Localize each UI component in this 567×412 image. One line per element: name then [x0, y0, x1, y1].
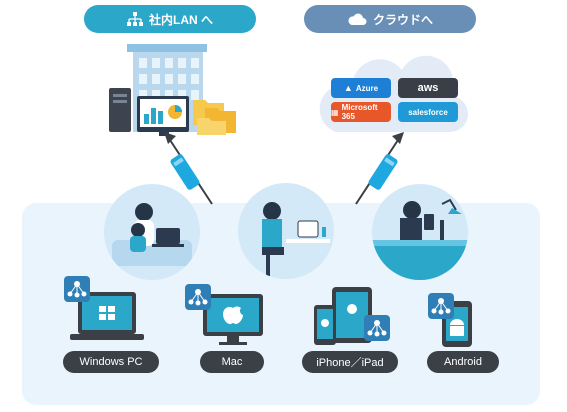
worker-illustration: [262, 202, 330, 279]
windows-logo-icon: [99, 306, 115, 320]
aws-label: aws: [417, 82, 439, 94]
microsoft365-tile: ▦ Microsoft 365: [331, 102, 391, 122]
apple-logo-icon: [223, 306, 243, 324]
azure-icon: ▲: [343, 83, 353, 93]
salesforce-label: salesforce: [408, 107, 448, 117]
iphone-ipad-illustration: [314, 287, 390, 345]
cloud-icon: [348, 13, 367, 25]
lan-connector: [164, 132, 213, 205]
microsoft365-label: Microsoft 365: [341, 103, 378, 121]
tablet-user-illustration: [372, 198, 468, 280]
lan-label: 社内LAN へ: [149, 12, 213, 27]
arrow-up-icon: [164, 132, 176, 144]
lan-label-pill: 社内LAN へ: [84, 5, 256, 33]
android-phone-illustration: [428, 293, 472, 347]
azure-label: Azure: [355, 83, 379, 93]
network-icon: [127, 12, 143, 26]
remote-worker-scene: [238, 183, 334, 279]
device-label-mac: Mac: [200, 351, 264, 373]
office-building-illustration: [109, 44, 236, 136]
family-illustration: [112, 203, 192, 266]
device-label-iphone-ipad: iPhone／iPad: [302, 351, 398, 373]
arrow-up-icon: [392, 132, 404, 144]
microsoft-icon: ▦: [331, 107, 339, 117]
windows-laptop-illustration: [64, 276, 144, 340]
device-label-windows-pc: Windows PC: [63, 351, 159, 373]
device-label-android: Android: [427, 351, 499, 373]
apple-logo-icon: [347, 304, 357, 314]
cloud-connector: [355, 132, 404, 205]
mac-monitor-illustration: [185, 284, 263, 345]
azure-tile: ▲ Azure: [331, 78, 391, 98]
cloud-label-pill: クラウドへ: [304, 5, 476, 33]
cloud-label: クラウドへ: [372, 12, 433, 27]
android-logo-icon: [450, 319, 464, 325]
salesforce-tile: salesforce: [398, 102, 458, 122]
aws-tile: aws: [398, 78, 458, 98]
family-sofa-scene: [104, 184, 200, 280]
tablet-user-scene: [372, 184, 468, 280]
